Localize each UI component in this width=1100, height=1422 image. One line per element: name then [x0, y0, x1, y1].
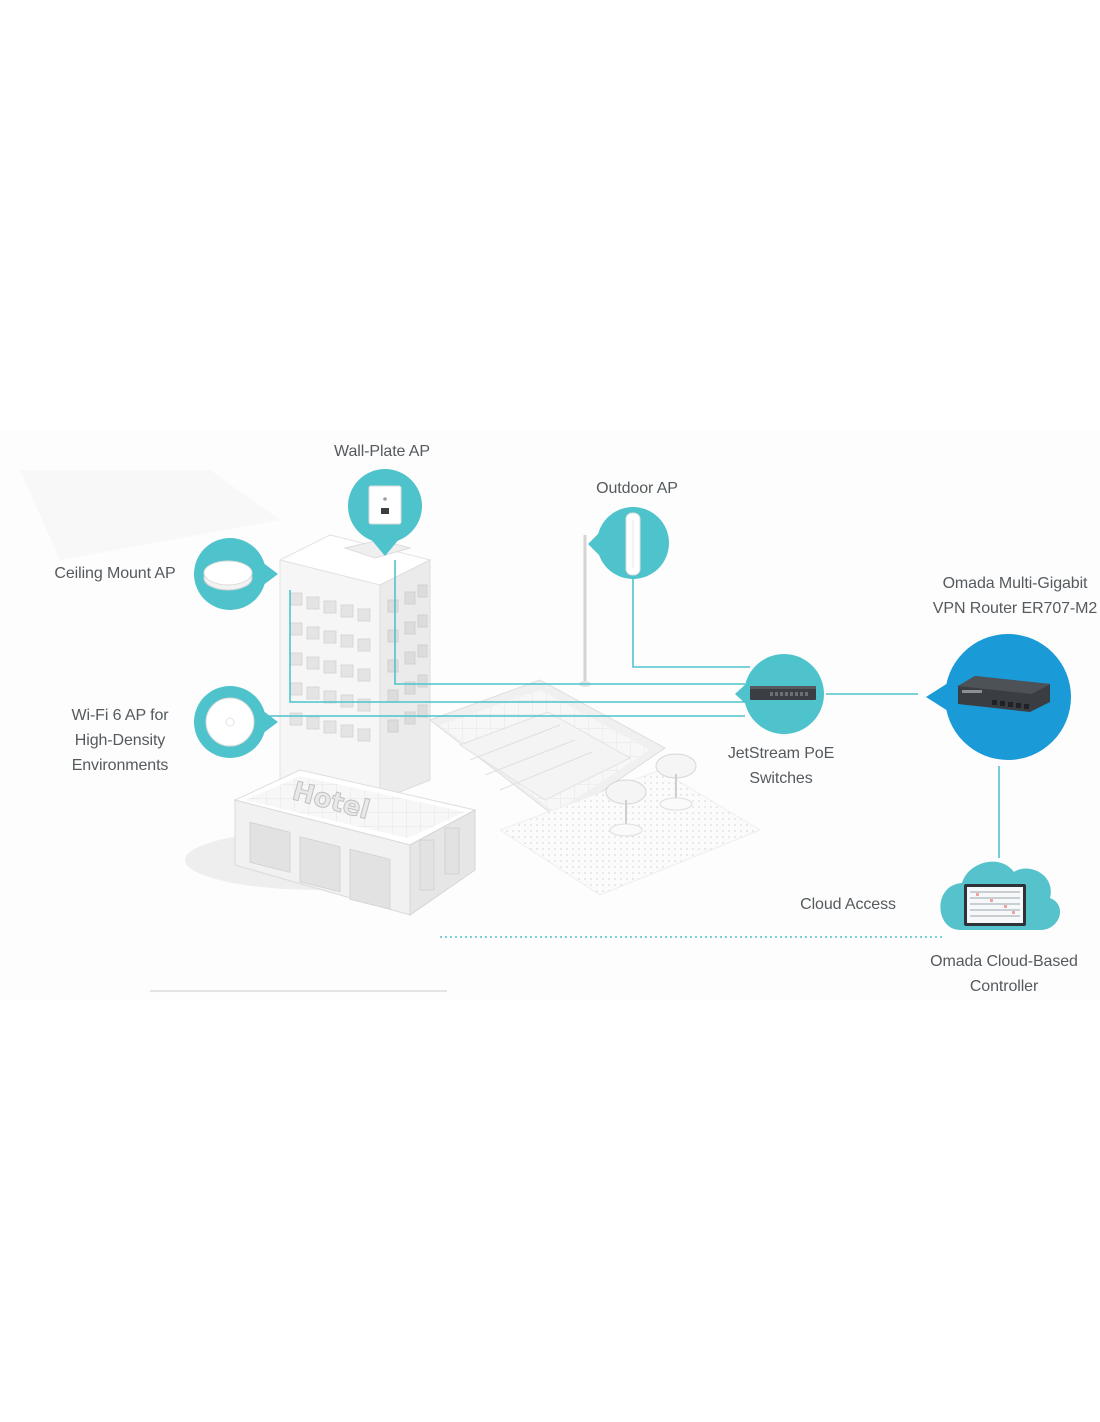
label-outdoor-ap: Outdoor AP	[596, 480, 678, 497]
label-router: Omada Multi-Gigabit VPN Router ER707-M2	[925, 571, 1100, 621]
label-controller: Omada Cloud-Based Controller	[914, 949, 1094, 999]
hotel-building	[185, 534, 477, 916]
label-ceiling-mount-ap: Ceiling Mount AP	[54, 565, 176, 582]
label-router-line2: VPN Router ER707-M2	[932, 600, 1098, 617]
label-cloud-access: Cloud Access	[800, 896, 896, 913]
router-icon[interactable]	[926, 634, 1071, 760]
label-router-line1: Omada Multi-Gigabit	[942, 575, 1088, 592]
label-wifi6-ap-line1: Wi-Fi 6 AP for	[71, 707, 169, 724]
link-outdoor	[632, 578, 750, 668]
network-links	[268, 560, 1000, 938]
label-switch-line2: Switches	[749, 770, 813, 787]
label-switch-line1: JetStream PoE	[727, 745, 835, 762]
poe-switch-icon[interactable]	[735, 654, 824, 734]
link-wall-plate	[394, 560, 745, 685]
label-controller-line1: Omada Cloud-Based	[930, 953, 1078, 970]
parasol-right	[655, 753, 697, 811]
ceiling-ap-icon[interactable]	[194, 538, 278, 610]
wifi6-ap-icon[interactable]	[194, 686, 278, 758]
label-wifi6-ap: Wi-Fi 6 AP for High-Density Environments	[50, 703, 190, 778]
label-controller-line2: Controller	[969, 978, 1039, 995]
label-wifi6-ap-line2: High-Density	[74, 732, 166, 749]
outdoor-ap-icon[interactable]	[588, 507, 669, 579]
parasol-left	[605, 779, 647, 837]
wall-plate-ap-icon[interactable]	[348, 469, 422, 556]
cloud-controller-icon[interactable]	[940, 861, 1061, 930]
label-wall-plate-ap: Wall-Plate AP	[334, 443, 430, 460]
label-wifi6-ap-line3: Environments	[71, 757, 169, 774]
link-ceiling	[289, 590, 745, 703]
label-switch: JetStream PoE Switches	[711, 741, 851, 791]
